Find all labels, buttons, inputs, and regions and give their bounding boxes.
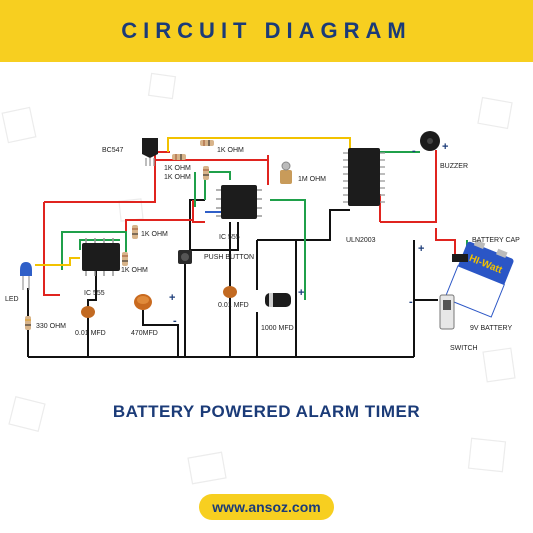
label-ic555-right: IC 555 <box>219 234 240 241</box>
ic555-right-chip <box>216 185 262 219</box>
resistor-1k-b <box>203 166 209 180</box>
green-wires <box>61 151 468 300</box>
electrolytic-cap-1000 <box>265 293 291 307</box>
led-component <box>20 262 32 290</box>
polarity-plus-470: + <box>169 292 175 304</box>
slide-switch <box>439 294 455 330</box>
label-1k-a: 1K OHM <box>164 165 191 172</box>
bc547-transistor <box>142 138 158 166</box>
label-buzzer: BUZZER <box>440 163 468 170</box>
resistor-1k-c <box>132 225 138 239</box>
header-bar: CIRCUIT DIAGRAM <box>0 0 533 62</box>
label-switch: SWITCH <box>450 345 478 352</box>
buzzer-component <box>420 131 440 151</box>
label-1m: 1M OHM <box>298 176 326 183</box>
polarity-plus-battery: + <box>418 243 424 255</box>
red-wires <box>43 150 456 296</box>
resistor-1k-top <box>200 140 214 146</box>
potentiometer-1m <box>280 161 292 184</box>
uln2003-chip <box>343 148 385 206</box>
resistor-1k-d <box>122 252 128 266</box>
polarity-minus-470: - <box>173 315 177 327</box>
resistor-1k-a <box>172 154 186 160</box>
circuit-subtitle: BATTERY POWERED ALARM TIMER <box>112 402 421 421</box>
label-cap-470: 470MFD <box>131 330 158 337</box>
label-cap-1000: 1000 MFD <box>261 325 294 332</box>
push-button-component <box>178 250 192 264</box>
label-led: LED <box>5 296 19 303</box>
label-uln2003: ULN2003 <box>346 237 376 244</box>
polarity-plus-1000: + <box>298 287 304 299</box>
label-330-ohm: 330 OHM <box>36 323 66 330</box>
label-1k-d: 1K OHM <box>121 267 148 274</box>
label-battery-cap: BATTERY CAP <box>472 237 520 244</box>
label-1k-top: 1K OHM <box>217 147 244 154</box>
label-9v-battery: 9V BATTERY <box>470 325 512 332</box>
polarity-minus-battery: - <box>409 296 413 308</box>
polarity-minus-buzzer: - <box>412 145 416 157</box>
label-cap-0-01-left: 0.01 MFD <box>75 330 106 337</box>
label-cap-0-01-mid: 0.01 MFD <box>218 302 249 309</box>
ceramic-cap-mid <box>223 286 237 298</box>
resistor-330 <box>25 316 31 330</box>
ic555-left-chip <box>82 238 120 276</box>
yellow-wires <box>35 137 351 266</box>
label-bc547: BC547 <box>102 147 124 154</box>
website-badge[interactable]: www.ansoz.com <box>199 494 334 520</box>
label-push-button: PUSH BUTTON <box>204 254 254 261</box>
battery-9v: HI-Watt <box>444 239 514 318</box>
polarity-plus-buzzer: + <box>442 141 448 153</box>
ceramic-cap-left <box>81 306 95 318</box>
label-1k-c: 1K OHM <box>141 231 168 238</box>
electrolytic-cap-470 <box>134 294 152 310</box>
label-ic555-left: IC 555 <box>84 290 105 297</box>
website-link[interactable]: www.ansoz.com <box>212 499 321 515</box>
label-1k-b: 1K OHM <box>164 174 191 181</box>
page-title: CIRCUIT DIAGRAM <box>121 18 412 43</box>
background-watermarks <box>1 72 516 485</box>
